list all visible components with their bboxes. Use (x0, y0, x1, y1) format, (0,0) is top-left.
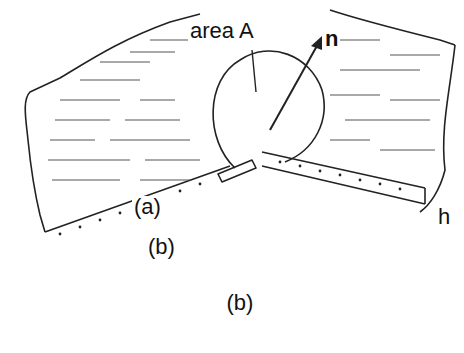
part-label: (a) (132, 196, 163, 218)
normal-label: n (323, 28, 340, 50)
dimension-label: h (436, 206, 452, 228)
caption: (b) (225, 292, 256, 314)
part-label: (b) (146, 236, 177, 258)
area-label: area A (188, 20, 256, 42)
